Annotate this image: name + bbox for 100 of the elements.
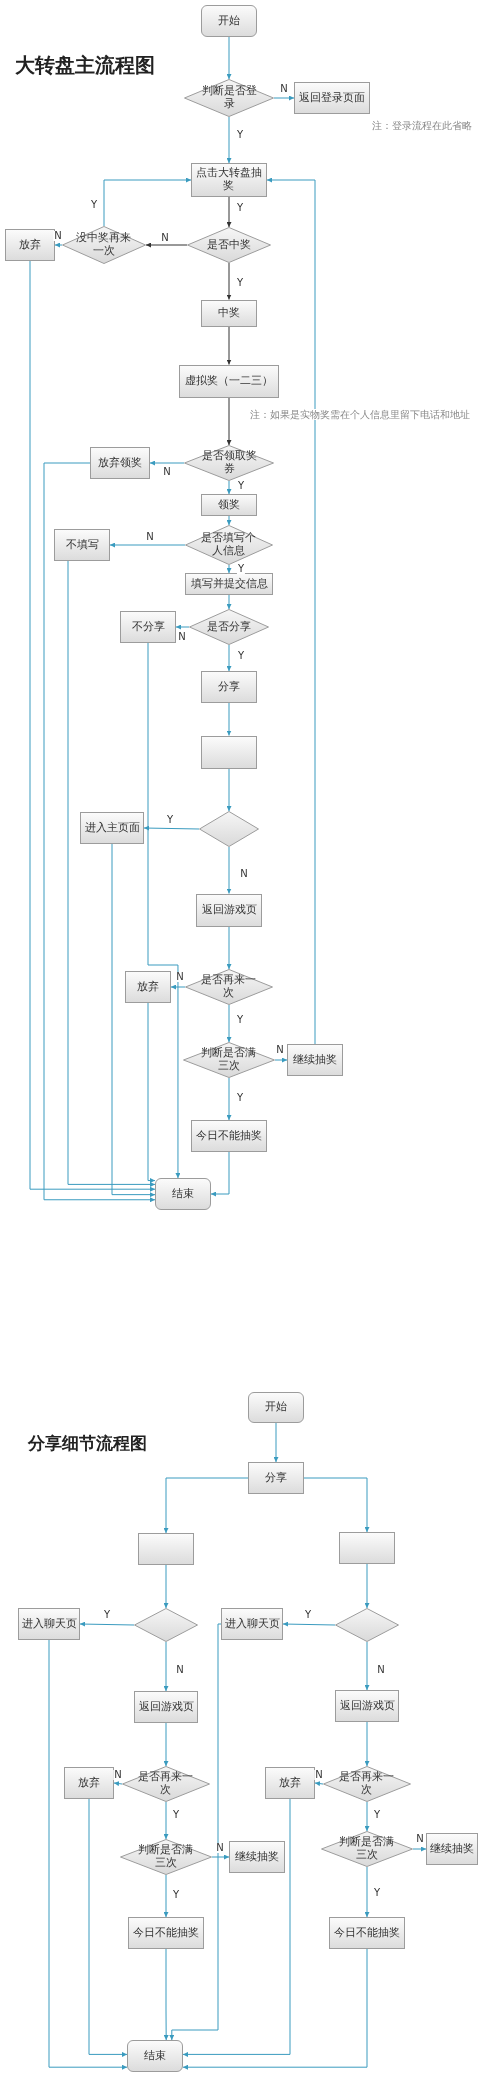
arrow [314, 1781, 324, 1787]
process-box: 返回游戏页 [134, 1691, 198, 1723]
arrow [226, 326, 232, 365]
process-box: 今日不能抽奖 [329, 1917, 405, 1949]
edge-label: Y [102, 1610, 112, 1620]
arrow [29, 260, 156, 1192]
diagram-title: 大转盘主流程图 [15, 52, 155, 79]
arrow [163, 1948, 169, 2041]
arrow [163, 1641, 169, 1692]
arrow [43, 462, 156, 1203]
arrow [54, 242, 63, 248]
decision-diamond: 是否分享 [189, 609, 269, 645]
process-box: 中奖 [201, 299, 257, 327]
edge-label: Y [372, 1810, 382, 1820]
arrow [226, 846, 232, 894]
arrow [266, 177, 316, 1045]
edge-label: N [239, 869, 249, 879]
process-box: 放弃领奖 [90, 447, 150, 479]
arrow [163, 1564, 169, 1609]
process-box: 放弃 [64, 1767, 114, 1799]
arrow [364, 1801, 370, 1832]
decision-diamond: 没中奖再来一次 [62, 226, 146, 264]
decision-diamond: 判断是否满三次 [183, 1042, 275, 1078]
process-box: 分享 [201, 671, 257, 703]
arrow [147, 642, 181, 1179]
edge-label: N [275, 1045, 285, 1055]
edge-label: N [53, 231, 63, 241]
process-box: 虚拟奖（一二三） [179, 364, 279, 398]
arrow [48, 1639, 128, 2070]
arrow [282, 1621, 336, 1627]
decision-diamond: 判断是否登录 [184, 79, 274, 117]
arrow [226, 644, 232, 672]
edge-label: Y [303, 1610, 313, 1620]
decision-diamond: 是否再来一次 [122, 1766, 210, 1802]
arrow [88, 1798, 128, 2057]
edge-label: N [175, 1665, 185, 1675]
edge-label: Y [235, 203, 245, 213]
process-box: 今日不能抽奖 [128, 1917, 204, 1949]
edge-label: Y [171, 1810, 181, 1820]
edge-label: N [177, 632, 187, 642]
arrow [175, 624, 190, 630]
process-box [138, 1533, 194, 1565]
edge-label: Y [165, 815, 175, 825]
edge-label: Y [235, 1093, 245, 1103]
arrow [163, 1874, 169, 1918]
process-box: 不填写 [54, 529, 110, 561]
arrow [226, 262, 232, 300]
edge-label: N [215, 1843, 225, 1853]
arrow [163, 1722, 169, 1767]
process-box: 分享 [248, 1462, 304, 1494]
arrow [226, 564, 232, 574]
decision-diamond: 是否中奖 [187, 227, 271, 263]
process-box: 返回游戏页 [196, 893, 262, 927]
edge-label: N [415, 1834, 425, 1844]
note-text: 注：如果是实物奖需在个人信息里留下电话和地址 [250, 409, 470, 420]
process-box: 放弃 [265, 1767, 315, 1799]
arrow [226, 1077, 232, 1121]
arrow [103, 177, 192, 227]
decision-diamond: 是否再来一次 [323, 1766, 411, 1802]
process-box: 放弃 [125, 971, 171, 1003]
arrow [67, 560, 156, 1187]
terminal-box: 开始 [248, 1391, 304, 1423]
arrow [364, 1641, 370, 1691]
arrow [109, 542, 186, 548]
edge-label: Y [171, 1890, 181, 1900]
edge-label: N [175, 972, 185, 982]
edge-label: Y [236, 651, 246, 661]
terminal-box: 结束 [127, 2040, 183, 2072]
process-box: 进入主页面 [80, 812, 144, 844]
arrow [226, 480, 232, 495]
arrow [273, 1422, 279, 1463]
process-box: 不分享 [120, 611, 176, 643]
process-box: 放弃 [5, 229, 55, 261]
arrow [226, 515, 232, 526]
arrow [163, 1477, 249, 1534]
decision-diamond [134, 1608, 198, 1642]
arrow [412, 1846, 427, 1852]
arrow [211, 1854, 230, 1860]
process-box: 今日不能抽奖 [191, 1120, 267, 1152]
edge-label: N [113, 1770, 123, 1780]
process-box: 进入聊天页 [221, 1608, 283, 1640]
arrow [145, 242, 188, 248]
terminal-box: 结束 [155, 1178, 211, 1210]
process-box: 继续抽奖 [426, 1833, 478, 1865]
decision-diamond: 是否再来一次 [185, 969, 273, 1005]
arrow [226, 768, 232, 812]
process-box: 领奖 [201, 494, 257, 516]
process-box [339, 1532, 395, 1564]
arrow [226, 36, 232, 80]
edge-label: Y [236, 564, 246, 574]
arrow [143, 825, 200, 831]
process-box [201, 735, 257, 769]
arrow [210, 1151, 230, 1197]
arrow [113, 1781, 123, 1787]
process-box: 返回登录页面 [294, 82, 370, 114]
process-box: 返回游戏页 [335, 1690, 399, 1722]
arrow [147, 1002, 156, 1184]
edge-label: Y [235, 278, 245, 288]
section-heading: 分享细节流程图 [28, 1432, 147, 1455]
arrow [169, 1623, 222, 2041]
